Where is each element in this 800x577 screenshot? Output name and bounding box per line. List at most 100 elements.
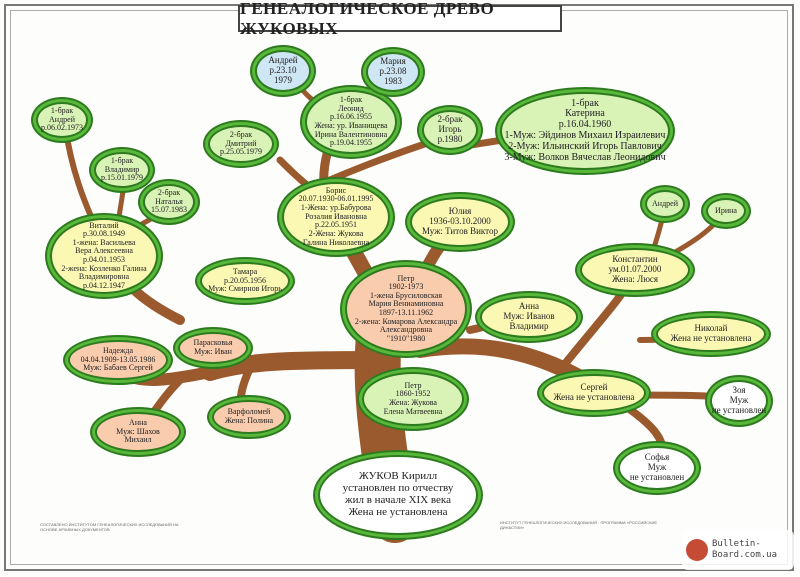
node-line: 2-жена: Комарова Александра <box>354 316 458 326</box>
node-line: 1902-1973 <box>388 282 424 292</box>
node-line: 1983 <box>384 75 402 86</box>
node-line: Андрей <box>268 55 298 66</box>
node-sergey: Сергей Жена не установлена <box>542 374 646 412</box>
node-line: Дмитрий <box>225 138 257 148</box>
node-line: Муж <box>729 395 749 406</box>
node-line: 04.04.1909-13.05.1986 <box>80 354 156 364</box>
node-line: р.04.01.1953 <box>83 255 125 264</box>
node-line: Ирина Валентиновна <box>314 129 388 139</box>
node-line: р.19.04.1955 <box>330 138 372 148</box>
node-line: Михаил <box>124 435 152 445</box>
node-line: 1979 <box>274 74 292 85</box>
node-line: Жена не установлена <box>553 392 635 402</box>
node-line: 2-брак <box>157 188 181 198</box>
node-line: 2-брак <box>229 130 253 140</box>
node-line: Муж: Шахов <box>116 426 160 436</box>
node-line: 20.07.1930-06.01.1995 <box>298 194 374 204</box>
node-line: Мария Вениаминовна <box>368 299 444 309</box>
node-line: Тамара <box>232 267 258 277</box>
node-boris: Борис 20.07.1930-06.01.1995 1-Жена: ур.Б… <box>282 182 390 252</box>
node-vladimir-left: 1-брак Владимир р.15.01.1979 <box>94 152 150 188</box>
node-vitaly: Виталий р.30.08.1949 1-жена: Васильева В… <box>50 218 158 294</box>
node-line: Жена: Люся <box>611 273 659 284</box>
node-line: не установлен <box>711 404 767 415</box>
node-line: р.22.05.1951 <box>315 220 357 230</box>
node-line: "1910"1980 <box>386 333 426 343</box>
node-petr-1902: Петр 1902-1973 1-жена Брусиловская Мария… <box>345 265 467 353</box>
node-konstantin: Константин ум.01.07.2000 Жена: Люся <box>580 248 690 292</box>
node-line: Елена Матвеевна <box>383 406 443 416</box>
node-irina: Ирина <box>706 198 746 224</box>
node-line: Муж: Иванов <box>503 311 555 322</box>
node-line: Сергей <box>580 382 608 393</box>
node-line: Николай <box>694 323 728 334</box>
node-line: 1-брак <box>50 106 74 116</box>
node-line: 1-брак <box>571 97 599 109</box>
node-line: Ирина <box>715 205 737 215</box>
watermark-text: Bulletin- Board.com.ua <box>712 539 777 561</box>
watermark-logo-icon <box>686 539 708 561</box>
node-line: р.23.08 <box>379 66 407 77</box>
node-line: р.06.02.1973 <box>41 123 83 133</box>
node-tamara: Тамара р.20.05.1956 Муж: Смирнов Игорь <box>200 262 290 300</box>
node-line: Варфоломей <box>227 407 271 417</box>
node-line: жил в начале XIX века <box>344 494 451 506</box>
node-line: установлен по отчеству <box>342 482 454 495</box>
node-line: Муж: Смирнов Игорь <box>208 284 282 294</box>
node-line: 15.07.1983 <box>151 205 187 215</box>
node-line: р.15.01.1979 <box>101 173 143 183</box>
node-line: 1-брак <box>110 156 134 166</box>
node-andrey-top: Андрей р.23.10 1979 <box>255 50 311 92</box>
node-line: 1860-1952 <box>395 389 431 399</box>
node-andrey-right: Андрей <box>645 190 685 218</box>
node-sofia: Софья Муж не установлен <box>618 446 696 490</box>
node-line: р.04.12.1947 <box>83 280 125 290</box>
node-line: Галина Николаевна <box>302 237 370 247</box>
node-line: р.16.06.1955 <box>330 112 372 122</box>
node-line: 1897-13.11.1962 <box>378 308 434 317</box>
node-line: р.1980 <box>437 133 463 144</box>
node-line: Софья <box>644 452 670 463</box>
footer-left-note: СОСТАВЛЕНО ИНСТИТУТОМ ГЕНЕАЛОГИЧЕСКИХ ИС… <box>40 522 179 532</box>
node-petr-1860: Петр 1860-1952 Жена: Жукова Елена Матвее… <box>362 372 464 426</box>
node-line: Муж: Иван <box>194 347 232 356</box>
node-line: Розалия Ивановна <box>305 211 367 221</box>
watermark-line: Board.com.ua <box>712 550 778 560</box>
node-line: 1-Муж: Эйдинов Михаил Израилевич <box>504 130 666 141</box>
node-line: 1-жена Брусиловская <box>369 290 443 300</box>
node-anna-left: Анна Муж: Шахов Михаил <box>95 412 181 452</box>
node-line: р.20.05.1956 <box>224 275 266 285</box>
node-anna-right: Анна Муж: Иванов Владимир <box>480 296 578 338</box>
node-line: Александровна <box>379 325 433 335</box>
poster-title-box: ГЕНЕАЛОГИЧЕСКОЕ ДРЕВО ЖУКОВЫХ <box>238 0 562 38</box>
node-line: р.30.08.1949 <box>83 229 125 239</box>
node-line: Андрей <box>49 114 75 124</box>
node-andrey-left: 1-брак Андрей р.06.02.1973 <box>36 102 88 138</box>
node-line: Парасковья <box>193 338 233 348</box>
footer-right-note: ИНСТИТУТ ГЕНЕАЛОГИЧЕСКИХ ИССЛЕДОВАНИЙ · … <box>500 520 657 530</box>
node-line: не установлен <box>629 471 685 482</box>
node-nikolay: Николай Жена не установлена <box>656 316 766 352</box>
node-line: 2-брак <box>437 114 463 125</box>
node-line: р.23.10 <box>269 65 297 76</box>
node-line: 1-жена: Васильева <box>72 237 136 247</box>
node-line: 1936-03.10.2000 <box>429 216 491 227</box>
node-katerina: 1-брак Катерина р.16.04.1960 1-Муж: Эйди… <box>500 92 670 170</box>
node-natalia: 2-брак Наталья 15.07.1983 <box>143 184 195 220</box>
node-igor: 2-брак Игорь р.1980 <box>422 110 478 150</box>
node-line: Борис <box>325 185 347 195</box>
node-maria: Мария р.23.08 1983 <box>366 52 420 92</box>
node-line: Андрей <box>652 198 678 208</box>
node-line: Константин <box>612 254 658 265</box>
node-line: Юлия <box>448 206 472 217</box>
node-leonid: 1-брак Леонид р.16.06.1955 Жена: ур. Ива… <box>305 90 397 154</box>
node-line: 1-брак <box>339 95 363 105</box>
node-line: р.25.05.1979 <box>220 147 262 157</box>
node-line: р.16.04.1960 <box>558 119 612 131</box>
node-line: Муж <box>647 462 667 473</box>
node-line: Анна <box>518 301 540 312</box>
node-line: ЖУКОВ Кирилл <box>358 470 438 483</box>
node-line: Надежда <box>102 346 134 356</box>
node-varfolomey: Варфоломей Жена: Полина <box>212 400 286 434</box>
